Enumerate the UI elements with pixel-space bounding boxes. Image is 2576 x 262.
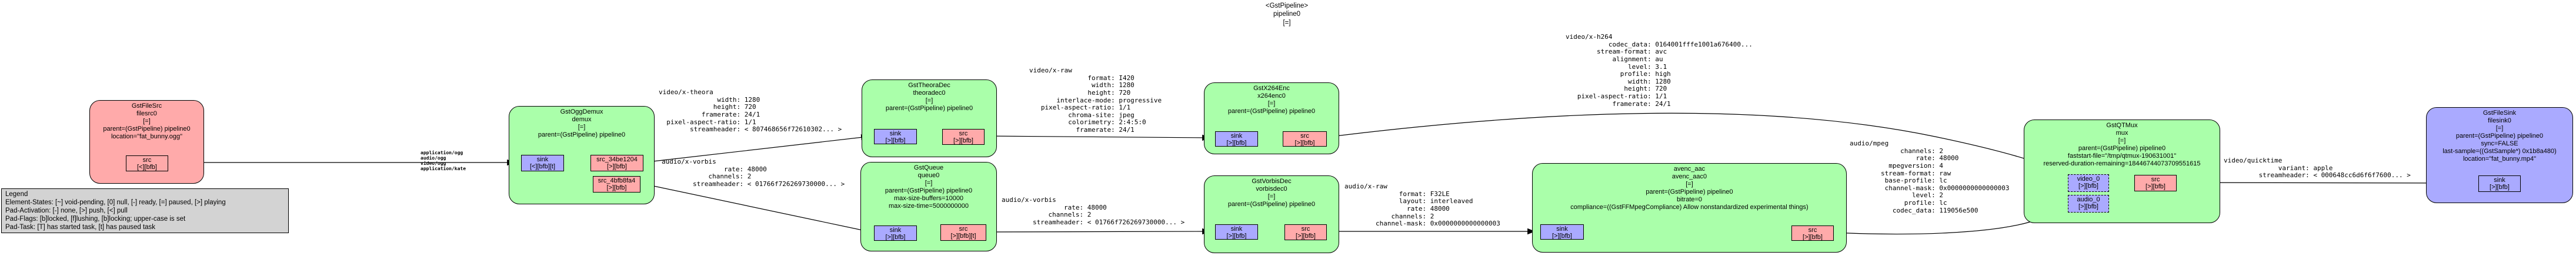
- pad-avenc-src: src [>][bfb]: [1791, 225, 1834, 241]
- pad-qtmux-src: src [>][bfb]: [2134, 175, 2177, 191]
- edge-queue-to-vorbisdec: [985, 228, 1210, 235]
- pad-demux-src-video: src_34be1204 [>][bfb]: [590, 155, 643, 171]
- element-theoradec: GstTheoraDec theoradec0 [=] parent=(GstP…: [862, 79, 997, 157]
- element-vorbisdec-label: GstVorbisDec vorbisdec0 [=] parent=(GstP…: [1227, 178, 1316, 208]
- pad-x264enc-src: src [>][bfb]: [1283, 131, 1327, 147]
- pad-queue-sink: sink [>][bfb]: [874, 225, 917, 241]
- pad-demux-sink: sink [<][bfb][t]: [521, 155, 564, 171]
- pad-x264enc-sink: sink [>][bfb]: [1215, 131, 1258, 147]
- pad-filesrc-src: src [<][bfb]: [126, 155, 168, 171]
- pad-queue-src: src [>][bfb][t]: [940, 224, 986, 241]
- caps-label-quicktime: video/quicktime variant: apple streamhea…: [2224, 157, 2411, 180]
- caps-label-theora: video/x-theora width: 1280 height: 720 f…: [659, 88, 842, 134]
- pad-theoradec-sink: sink [>][bfb]: [874, 129, 917, 144]
- caps-label-raw-video: video/x-raw format: I420 width: 1280 hei…: [1029, 67, 1162, 134]
- element-theoradec-label: GstTheoraDec theoradec0 [=] parent=(GstP…: [885, 82, 973, 112]
- element-qtmux: GstQTMux mux [=] parent=(GstPipeline) pi…: [2024, 120, 2220, 223]
- pad-vorbisdec-sink: sink [>][bfb]: [1215, 224, 1258, 240]
- pad-vorbisdec-src: src [>][bfb]: [1284, 224, 1327, 240]
- element-vorbisdec: GstVorbisDec vorbisdec0 [=] parent=(GstP…: [1204, 175, 1339, 253]
- caps-label-aac: audio/mpeg channels: 2 rate: 48000 mpegv…: [1850, 140, 2010, 214]
- element-oggdemux: GstOggDemux demux [=] parent=(GstPipelin…: [509, 106, 655, 204]
- caps-label-ogg: application/ogg audio/ogg video/ogg appl…: [421, 150, 466, 171]
- element-filesrc-label: GstFileSrc filesrc0 [=] parent=(GstPipel…: [103, 102, 191, 140]
- caps-label-vorbis-2: audio/x-vorbis rate: 48000 channels: 2 s…: [1002, 196, 1185, 226]
- element-avenc-aac: avenc_aac avenc_aac0 [=] parent=(GstPipe…: [1532, 163, 1847, 253]
- pad-demux-src-audio: src_4bfb8fa4 [>][bfb]: [593, 176, 640, 193]
- pad-avenc-sink: sink [>][bfb]: [1540, 224, 1584, 240]
- pad-theoradec-src: src [>][bfb]: [942, 129, 985, 145]
- element-queue: GstQueue queue0 [=] parent=(GstPipeline)…: [860, 162, 997, 251]
- edge-x264enc-to-qtmux: [1326, 112, 2066, 174]
- legend-box: Legend Element-States: [~] void-pending,…: [1, 188, 289, 233]
- element-qtmux-label: GstQTMux mux [=] parent=(GstPipeline) pi…: [2043, 122, 2201, 167]
- caps-label-vorbis-1: audio/x-vorbis rate: 48000 channels: 2 s…: [662, 158, 845, 188]
- caps-label-raw-audio: audio/x-raw format: F32LE layout: interl…: [1344, 183, 1500, 228]
- element-avenc-aac-label: avenc_aac avenc_aac0 [=] parent=(GstPipe…: [1570, 165, 1808, 211]
- element-filesink-label: GstFileSink filesink0 [=] parent=(GstPip…: [2442, 110, 2557, 162]
- edge-demux-to-queue: [639, 183, 869, 233]
- element-oggdemux-label: GstOggDemux demux [=] parent=(GstPipelin…: [538, 108, 626, 138]
- edge-demux-to-theoradec: [642, 134, 869, 163]
- caps-label-h264: video/x-h264 codec_data: 0164001fffe1001…: [1566, 33, 1753, 108]
- pipeline-title: <GstPipeline> pipeline0 [=]: [1265, 2, 1309, 26]
- edge-theoradec-to-x264enc: [983, 134, 1210, 141]
- element-x264enc: GstX264Enc x264enc0 [=] parent=(GstPipel…: [1204, 82, 1339, 154]
- element-x264enc-label: GstX264Enc x264enc0 [=] parent=(GstPipel…: [1227, 85, 1316, 115]
- pad-qtmux-audio0: audio_0 [>][bfb]: [2068, 195, 2109, 213]
- element-filesink: GstFileSink filesink0 [=] parent=(GstPip…: [2426, 107, 2573, 203]
- pad-filesink-sink: sink [>][bfb]: [2478, 175, 2521, 192]
- pad-qtmux-video0: video_0 [>][bfb]: [2068, 174, 2109, 192]
- element-filesrc: GstFileSrc filesrc0 [=] parent=(GstPipel…: [89, 100, 204, 184]
- element-queue-label: GstQueue queue0 [=] parent=(GstPipeline)…: [885, 164, 973, 210]
